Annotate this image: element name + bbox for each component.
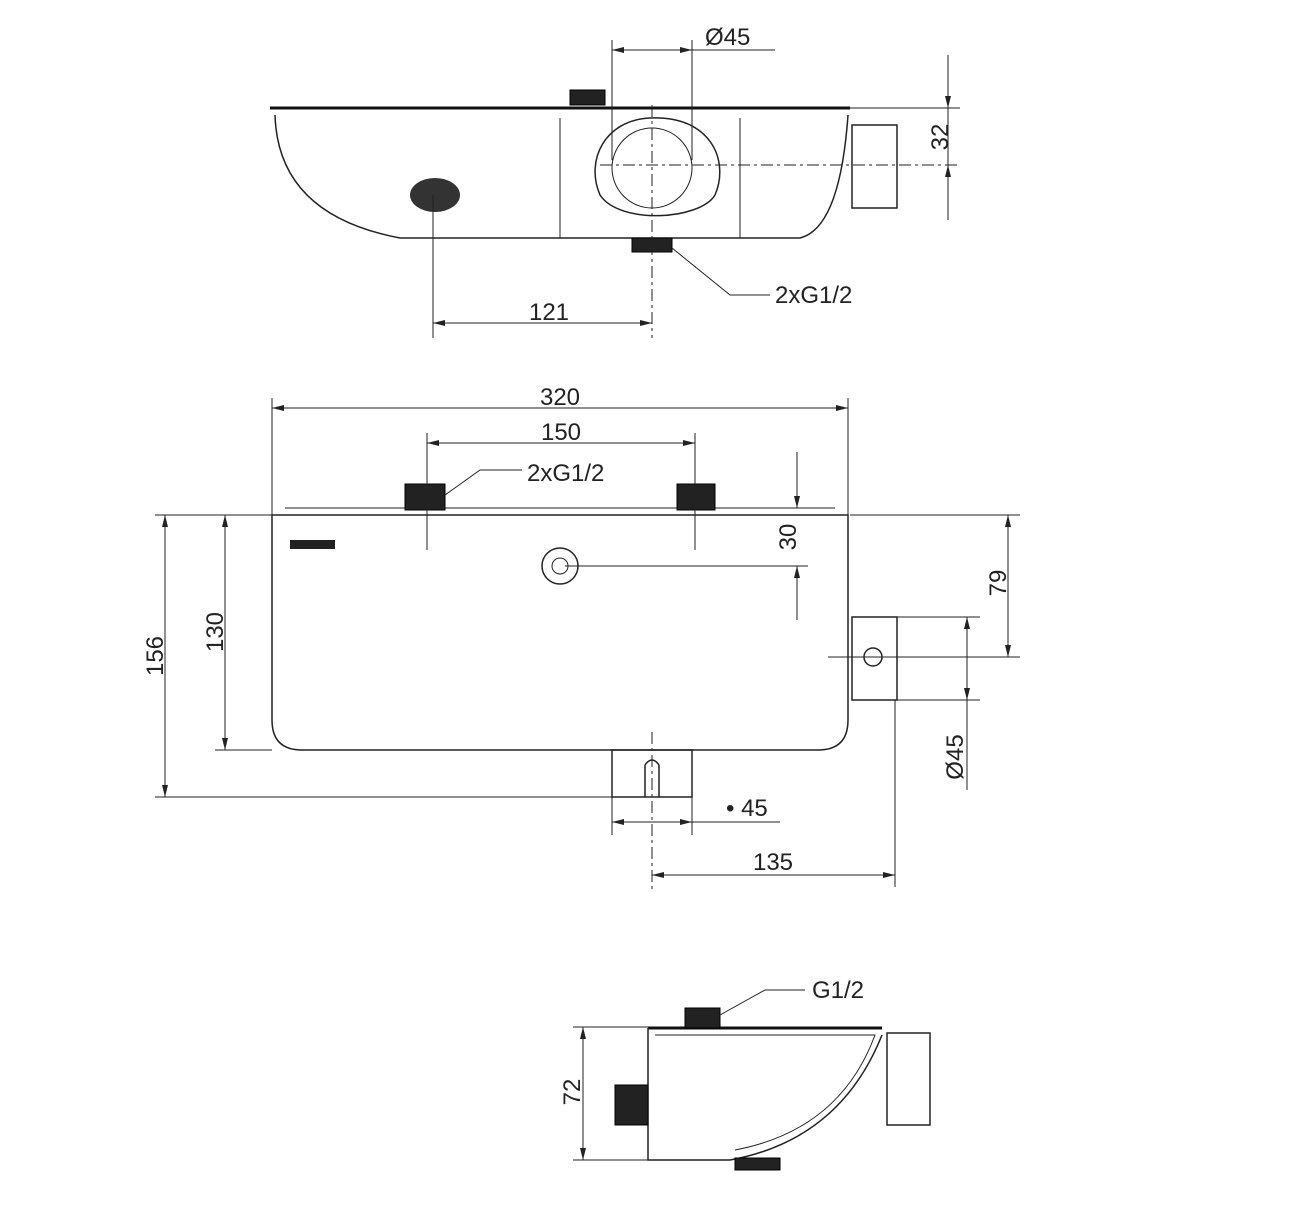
dim-spout-diameter-45: Ø45 [942, 734, 969, 779]
basin-outline [274, 114, 849, 239]
dim-total-height-156: 156 [142, 636, 169, 676]
front-thread-label: 2xG1/2 [527, 460, 604, 487]
side-spout [851, 124, 898, 209]
dim-offset-121: 121 [529, 299, 569, 326]
bottom-thread [734, 1157, 781, 1171]
dim-width-320: 320 [540, 384, 580, 411]
inlet-thread-right [676, 483, 716, 511]
rear-thread [614, 1084, 649, 1126]
side-view: 72 G1/2 [559, 977, 931, 1171]
inlet-thread [569, 89, 606, 106]
dim-offset-135: 135 [753, 849, 793, 876]
dim-depth-30: 30 [775, 524, 802, 551]
dim-height-32: 32 [927, 124, 954, 151]
dim-outlet-45: • 45 [726, 795, 768, 822]
dim-spout-height-79: 79 [985, 570, 1012, 597]
front-view: 320 150 2xG1/2 30 79 Ø45 156 130 • 45 13… [142, 384, 1020, 890]
dim-body-height-130: 130 [202, 612, 229, 652]
thread-label: 2xG1/2 [775, 282, 852, 309]
top-view: Ø45 32 121 2xG1/2 [270, 24, 960, 338]
valve-knob [594, 117, 721, 217]
body-outline [271, 514, 849, 751]
brand-logo [290, 540, 335, 549]
dim-spacing-150: 150 [541, 419, 581, 446]
dim-diameter-45: Ø45 [705, 24, 750, 51]
side-spout [851, 616, 898, 701]
top-thread [684, 1007, 721, 1029]
drain-grip [410, 178, 460, 212]
dim-height-72: 72 [559, 1079, 586, 1106]
inlet-thread-left [404, 483, 446, 511]
side-body-outline [647, 1028, 883, 1161]
side-spout [886, 1032, 931, 1126]
side-thread-label: G1/2 [812, 977, 864, 1004]
